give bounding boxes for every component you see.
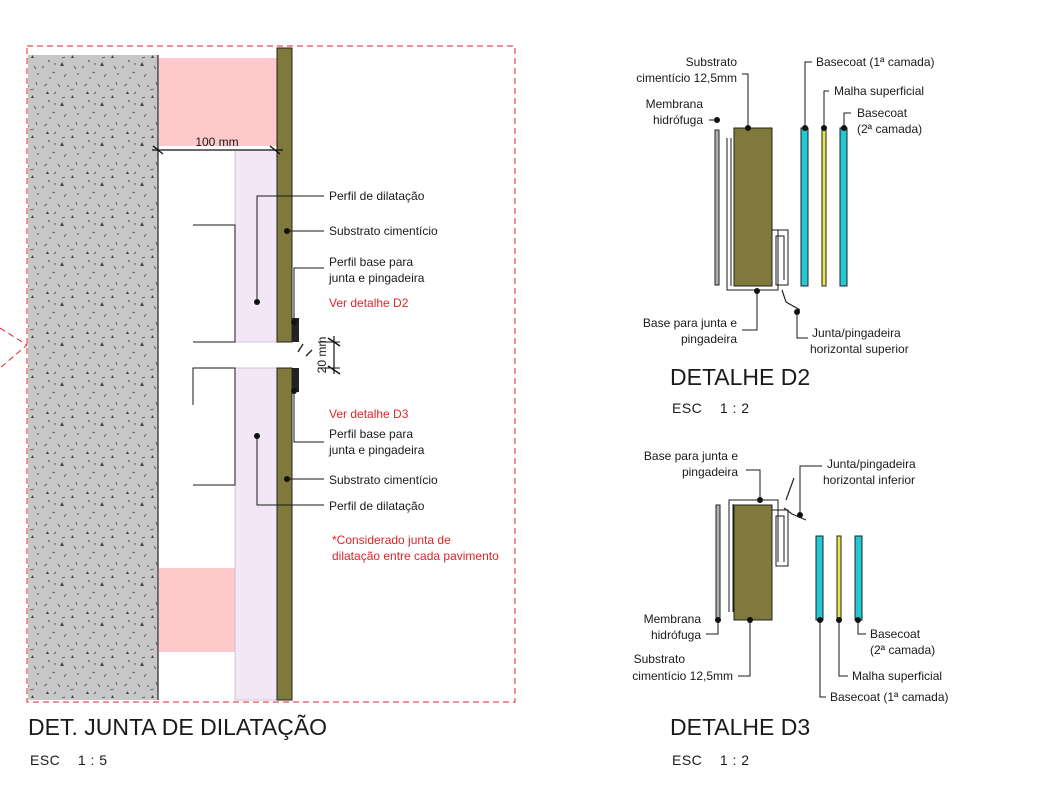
d3-label-substrato-1: Substrato (634, 652, 686, 666)
upper-dilatation-profile (193, 224, 236, 343)
d2-basecoat-1 (800, 127, 809, 287)
d2-label-base-junta-1: Base para junta e (643, 316, 737, 330)
d3-title: DETALHE D3 (670, 714, 810, 740)
label-perfil-dilatacao-top: Perfil de dilatação (329, 189, 425, 203)
note-line-2: dilatação entre cada pavimento (332, 549, 499, 563)
d2-label-basecoat-2-2: (2ª camada) (857, 122, 922, 136)
d3-label-base-junta-2: pingadeira (682, 465, 738, 479)
d3-mesh (836, 535, 842, 621)
label-substrato-bot: Substrato cimentício (329, 473, 438, 487)
d3-label-substrato-2: cimentício 12,5mm (632, 669, 733, 683)
d3-label-basecoat-2-2: (2ª camada) (870, 643, 935, 657)
d3-membrane (715, 504, 721, 621)
link-ver-detalhe-d3: Ver detalhe D3 (329, 407, 409, 421)
d3-cement-board (733, 504, 773, 621)
d3-label-base-junta-1: Base para junta e (644, 449, 738, 463)
label-perfil-base-bot-2: junta e pingadeira (328, 443, 425, 457)
concrete-wall (28, 55, 158, 700)
upper-joint-profile (292, 318, 299, 342)
d2-leaders (709, 61, 851, 339)
d3-base-profile (728, 499, 779, 612)
lower-dilatation-profile (192, 367, 236, 486)
upper-stud-zone (234, 149, 278, 343)
d2-label-membrana-2: hidrófuga (653, 113, 703, 127)
d3-label-membrana-2: hidrófuga (651, 628, 701, 642)
d2-cement-board (733, 127, 773, 287)
main-detail: 100 mm 20 mm Perfil de dilatação Substra… (0, 45, 516, 768)
dim-joint-label: 20 mm (315, 337, 329, 374)
d2-base-profile (726, 138, 779, 291)
d3-basecoat-2 (854, 535, 863, 621)
lower-cement-board (276, 367, 293, 701)
section-marker (0, 327, 28, 369)
d3-label-malha: Malha superficial (852, 669, 942, 683)
d2-label-junta-2: horizontal superior (810, 342, 909, 356)
main-leaders (256, 195, 324, 506)
label-perfil-base-top-1: Perfil base para (329, 255, 413, 269)
d3-label-basecoat-1: Basecoat (1ª camada) (830, 690, 949, 704)
d2-label-membrana-1: Membrana (646, 97, 704, 111)
note-line-1: *Considerado junta de (332, 533, 451, 547)
d3-drip-profile (783, 477, 807, 521)
detail-d3: Base para junta e pingadeira Junta/pinga… (632, 449, 948, 768)
d2-label-basecoat-2-1: Basecoat (857, 106, 908, 120)
main-detail-title: DET. JUNTA DE DILATAÇÃO (28, 714, 327, 740)
d2-joint-channel (772, 229, 789, 286)
label-perfil-base-bot-1: Perfil base para (329, 427, 413, 441)
dim-width-label: 100 mm (195, 135, 238, 149)
detail-d2: Substrato cimentício 12,5mm Membrana hid… (636, 55, 934, 416)
label-perfil-dilatacao-bot: Perfil de dilatação (329, 499, 425, 513)
d2-label-base-junta-2: pingadeira (681, 332, 737, 346)
main-detail-scale: ESC 1 : 5 (30, 752, 108, 768)
d3-joint-channel (772, 509, 789, 567)
d2-scale: ESC 1 : 2 (672, 400, 750, 416)
d2-label-junta-1: Junta/pingadeira (812, 326, 901, 340)
d3-label-membrana-1: Membrana (644, 612, 702, 626)
lower-joint-profile (292, 368, 299, 392)
detail-boundary (26, 45, 516, 703)
upper-slab-edge (159, 58, 277, 146)
d3-basecoat-1 (815, 535, 824, 621)
d2-label-malha: Malha superficial (834, 84, 924, 98)
d3-scale: ESC 1 : 2 (672, 752, 750, 768)
upper-cement-board (276, 47, 293, 343)
lower-stud-zone (234, 367, 278, 701)
d3-label-basecoat-2-1: Basecoat (870, 627, 921, 641)
d3-label-junta-1: Junta/pingadeira (827, 457, 916, 471)
label-perfil-base-top-2: junta e pingadeira (328, 271, 425, 285)
d2-title: DETALHE D2 (670, 364, 810, 390)
drip-edge (297, 343, 313, 357)
d3-label-junta-2: horizontal inferior (823, 473, 915, 487)
d2-drip-profile (781, 289, 801, 311)
d2-label-substrato-1: Substrato (686, 55, 738, 69)
d2-basecoat-2 (839, 127, 848, 287)
d2-mesh (821, 127, 827, 287)
link-ver-detalhe-d2: Ver detalhe D2 (329, 296, 409, 310)
label-substrato-top: Substrato cimentício (329, 224, 438, 238)
d2-label-substrato-2: cimentício 12,5mm (636, 71, 737, 85)
d3-leaders (706, 465, 866, 698)
d2-membrane (714, 129, 720, 286)
d2-label-basecoat-1: Basecoat (1ª camada) (816, 55, 935, 69)
